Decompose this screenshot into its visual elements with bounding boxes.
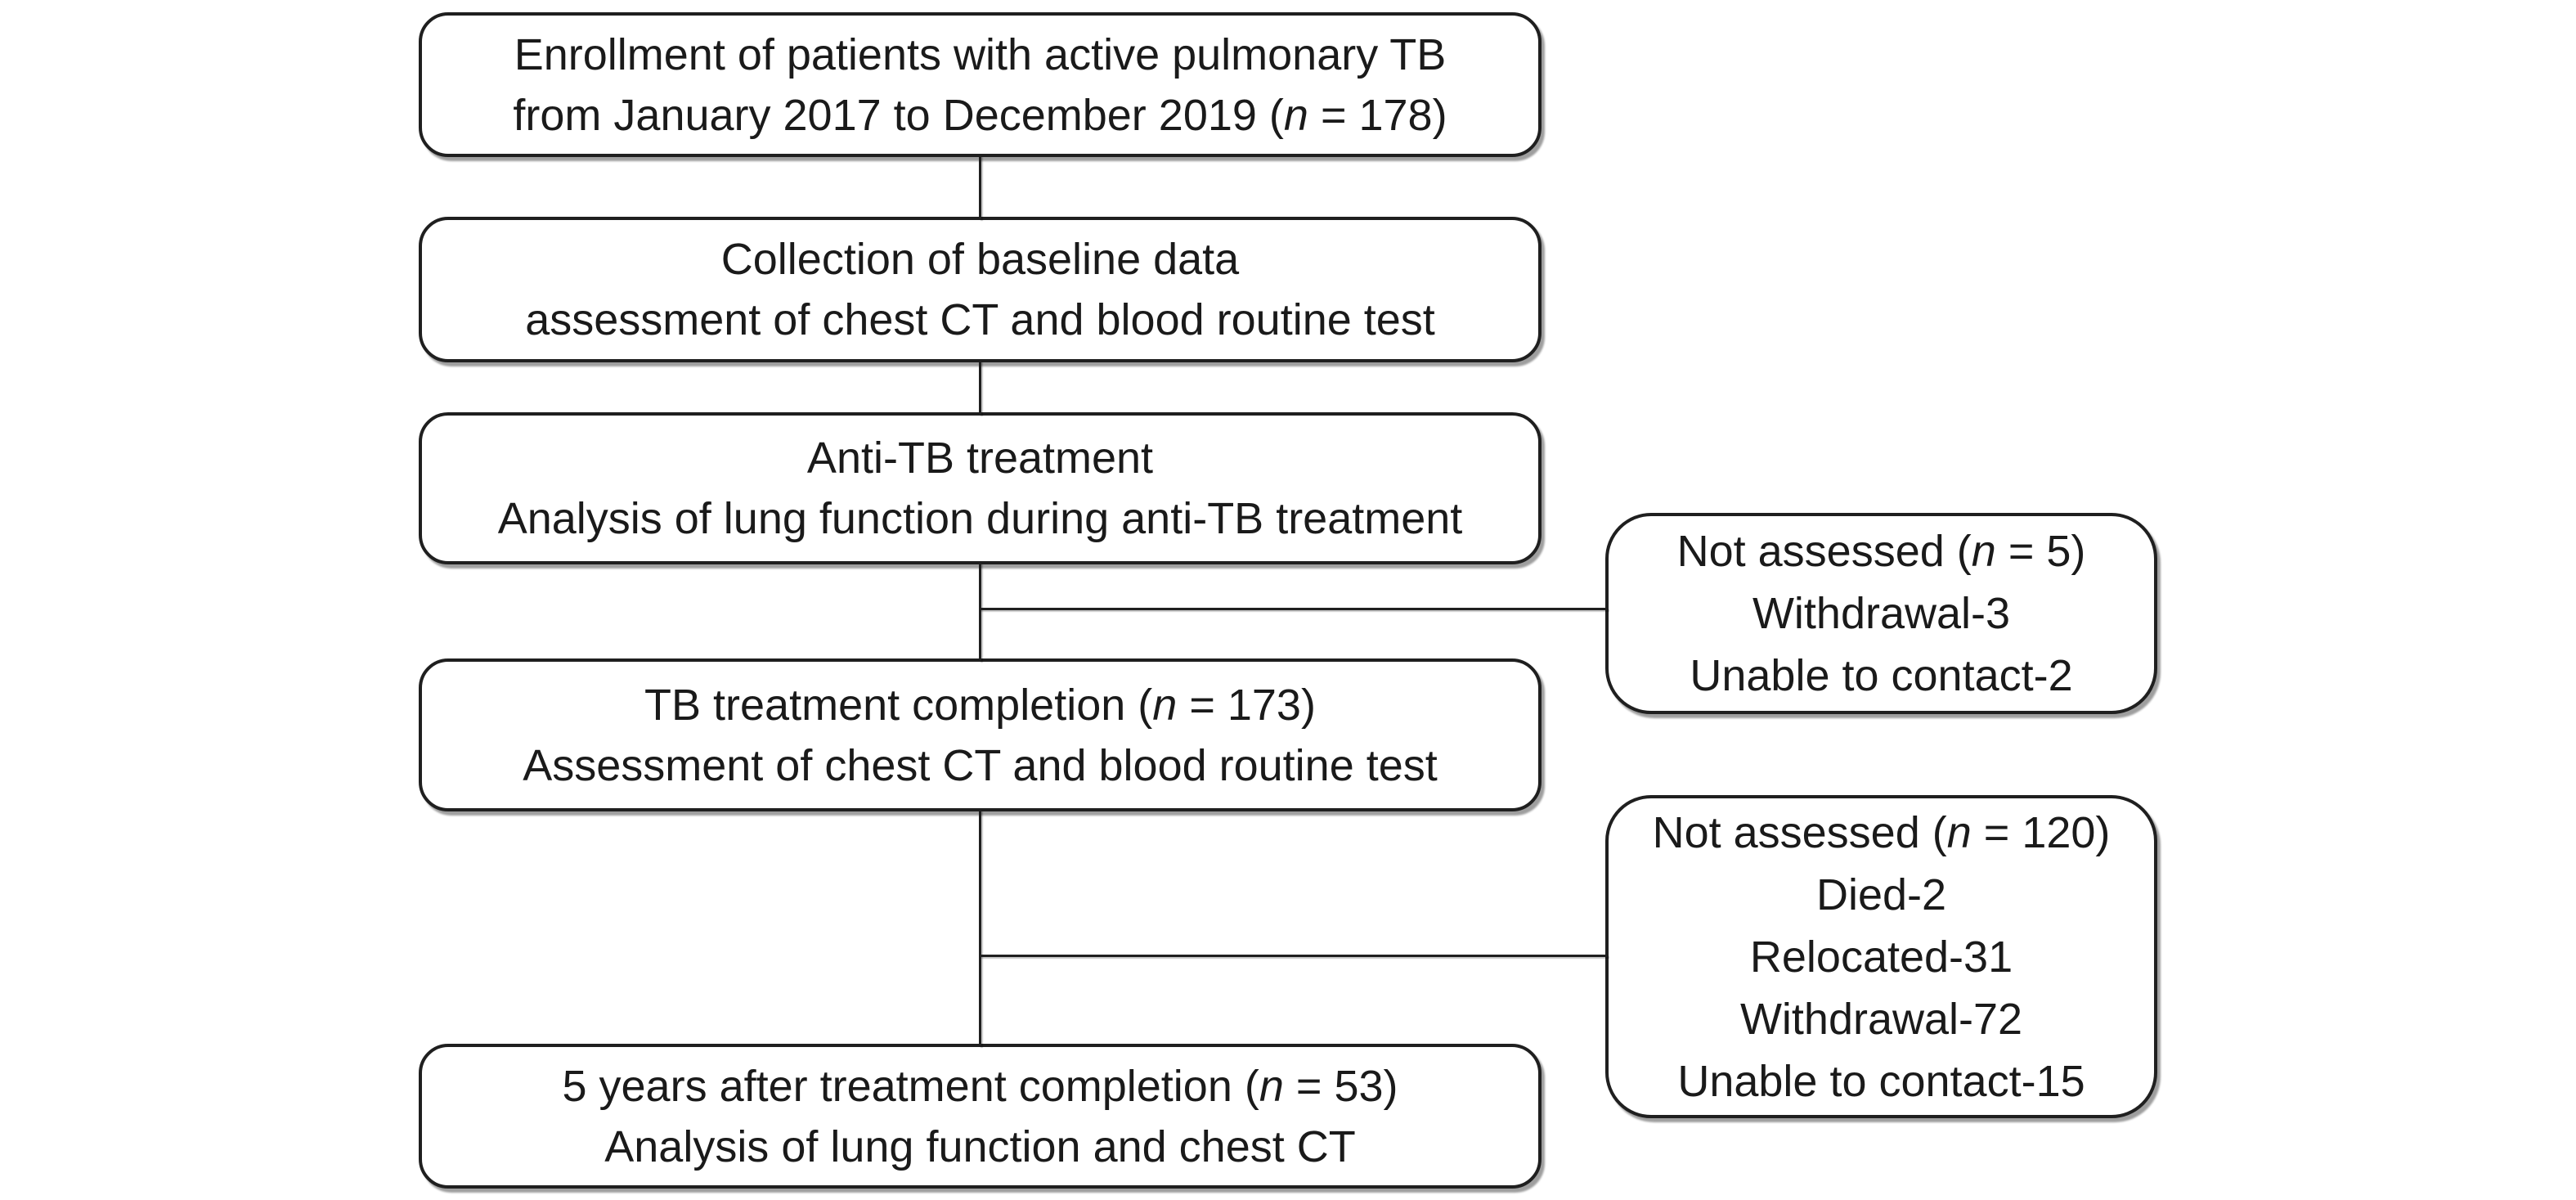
box-text-line: Withdrawal-72 xyxy=(1739,994,2023,1044)
box-text-line: from January 2017 to December 2019 (n = … xyxy=(513,90,1447,140)
box-text-line: Enrollment of patients with active pulmo… xyxy=(514,29,1447,79)
box-text-line: Unable to contact-15 xyxy=(1677,1056,2085,1106)
branch-to-not-assessed-n5 xyxy=(980,608,1608,610)
flow-box-baseline-data: Collection of baseline data assessment of… xyxy=(419,217,1542,362)
box-text-line: TB treatment completion (n = 173) xyxy=(644,680,1316,730)
flow-box-treatment-completion: TB treatment completion (n = 173) Assessm… xyxy=(419,658,1542,811)
box-text-line: assessment of chest CT and blood routine… xyxy=(525,295,1435,344)
box-text-line: Relocated-31 xyxy=(1749,932,2013,982)
connector-baseline-to-treatment xyxy=(979,361,981,415)
box-text-line: Anti-TB treatment xyxy=(806,434,1154,483)
box-text-line: 5 years after treatment completion (n = … xyxy=(562,1061,1398,1111)
box-text-line: Analysis of lung function during anti-TB… xyxy=(497,494,1463,543)
box-text-line: Analysis of lung function and chest CT xyxy=(604,1121,1356,1171)
branch-to-not-assessed-n120 xyxy=(980,955,1608,957)
box-text-line: Withdrawal-3 xyxy=(1752,589,2011,638)
box-text-line: Not assessed (n = 5) xyxy=(1676,527,2086,576)
connector-enrollment-to-baseline xyxy=(979,155,981,219)
flow-box-5-year-followup: 5 years after treatment completion (n = … xyxy=(419,1044,1542,1189)
box-text-line: Collection of baseline data xyxy=(720,235,1240,284)
box-text-line: Unable to contact-2 xyxy=(1690,651,2073,700)
box-text-line: Assessment of chest CT and blood routine… xyxy=(523,740,1438,790)
box-text-line: Not assessed (n = 120) xyxy=(1652,807,2111,857)
flow-box-enrollment: Enrollment of patients with active pulmo… xyxy=(419,12,1542,157)
connector-treatment-to-completion xyxy=(979,563,981,661)
connector-completion-to-followup xyxy=(979,810,981,1046)
box-text-line: Died-2 xyxy=(1815,870,1947,919)
